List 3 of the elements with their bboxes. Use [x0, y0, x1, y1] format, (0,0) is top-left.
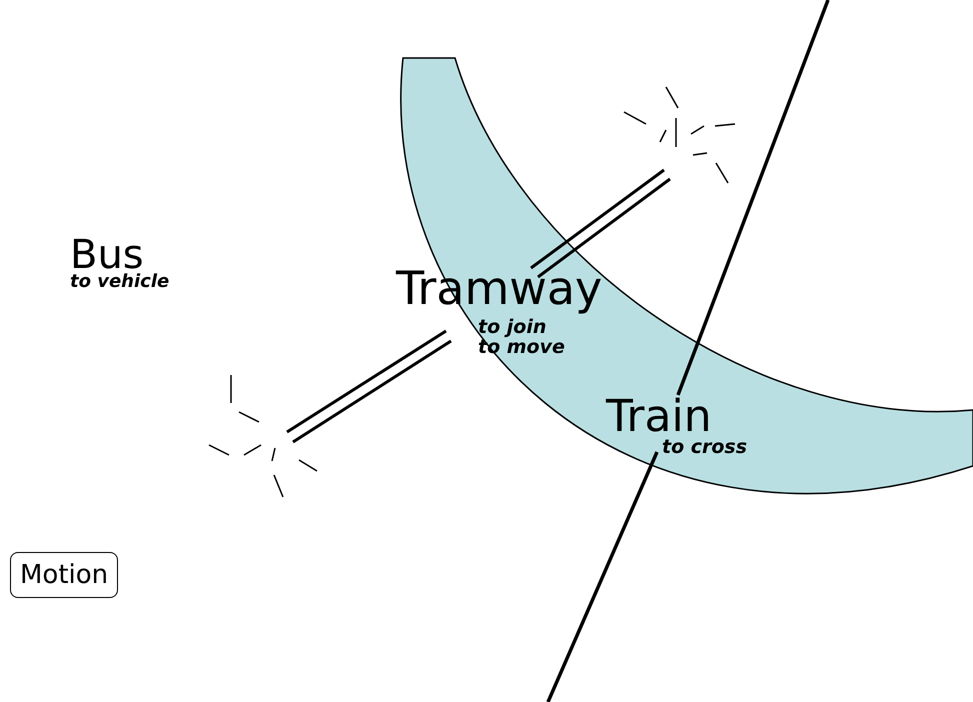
node-subtitle: to join: [478, 316, 548, 339]
category-label: Motion: [10, 552, 118, 598]
node-subtitle: to cross: [662, 436, 748, 458]
